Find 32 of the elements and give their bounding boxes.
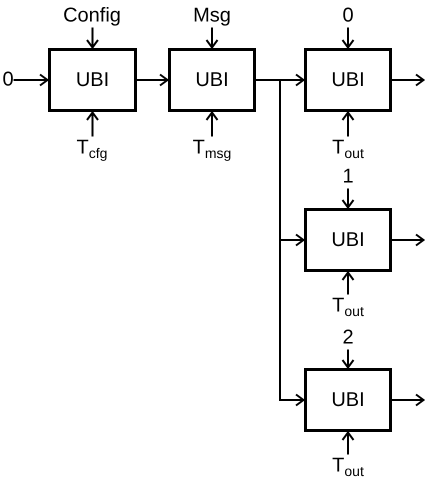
arrow <box>256 79 304 406</box>
input-label: Msg <box>193 4 231 28</box>
input-label: 0 <box>2 68 14 92</box>
arrow <box>206 112 218 136</box>
arrow <box>86 28 99 48</box>
input-label: 0 <box>342 4 354 28</box>
arrow <box>342 432 354 454</box>
process-box: UBI <box>48 48 137 112</box>
input-label: 2 <box>342 326 354 350</box>
arrow <box>342 28 354 48</box>
process-box: UBI <box>168 48 256 112</box>
arrow <box>342 112 354 136</box>
arrow <box>342 350 354 368</box>
arrow <box>342 188 354 208</box>
input-label: T$_{out}$ <box>332 294 364 318</box>
arrow <box>14 74 48 86</box>
input-label: T$_{msg}$ <box>192 136 232 160</box>
input-label: 1 <box>342 166 354 188</box>
input-label: Config <box>63 4 121 28</box>
arrow <box>392 234 424 246</box>
arrow <box>206 28 218 48</box>
input-label: T$_{out}$ <box>332 454 364 478</box>
input-label: T$_{cfg}$ <box>76 136 108 160</box>
arrow <box>392 74 424 86</box>
process-box: UBI <box>304 208 392 272</box>
arrow <box>137 74 168 86</box>
process-box: UBI <box>304 48 392 112</box>
input-label: T$_{out}$ <box>332 136 364 160</box>
process-box: UBI <box>304 368 392 432</box>
arrow <box>86 112 99 136</box>
arrow <box>392 394 424 406</box>
arrow <box>342 272 354 294</box>
